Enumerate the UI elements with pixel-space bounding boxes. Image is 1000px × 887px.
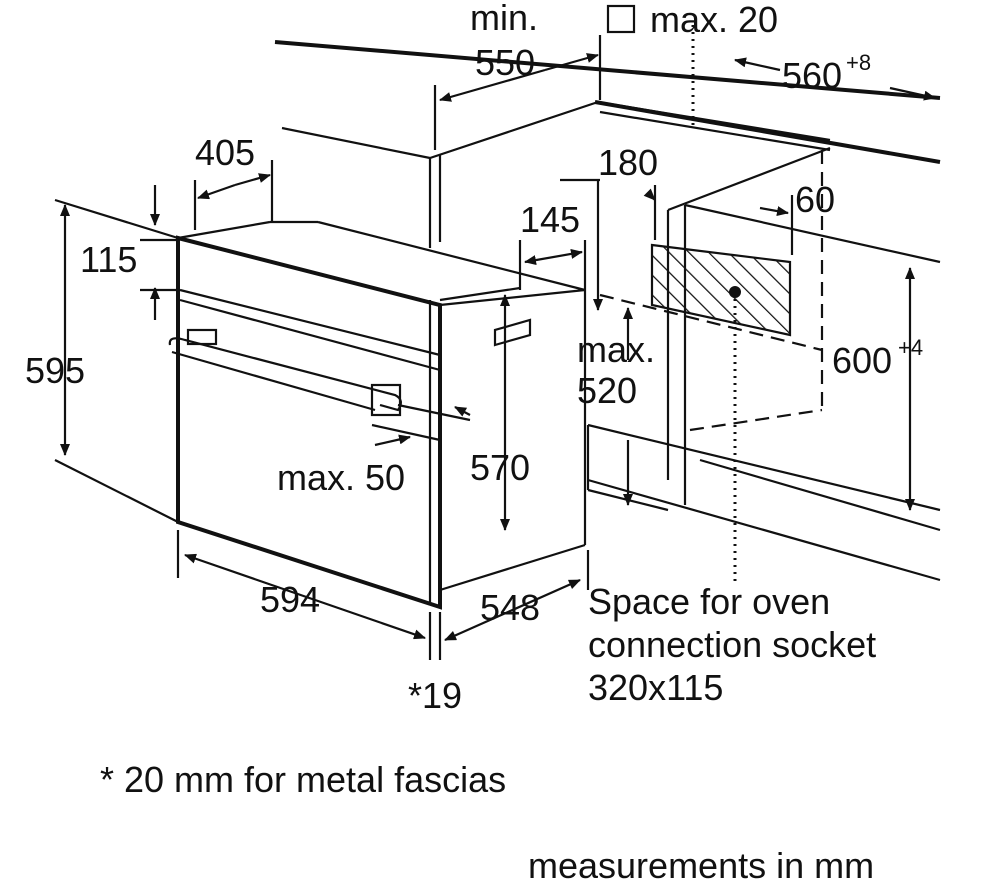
- label-min: min.: [470, 0, 538, 38]
- cabinet-outline: [274, 40, 941, 582]
- footnote: * 20 mm for metal fascias: [100, 759, 506, 800]
- dimension-lines: [54, 35, 936, 660]
- label-600: 600: [832, 340, 892, 381]
- label-19: *19: [408, 675, 462, 716]
- label-594: 594: [260, 579, 320, 620]
- socket-note-line-2: connection socket: [588, 624, 876, 665]
- label-560-tolerance: +8: [846, 50, 871, 75]
- socket-area: [650, 25, 792, 585]
- label-115: 115: [80, 239, 137, 280]
- units-note: measurements in mm: [528, 845, 874, 886]
- label-595: 595: [25, 350, 85, 391]
- label-max50: max. 50: [277, 457, 405, 498]
- oven-body: [168, 220, 587, 610]
- socket-note-line-1: Space for oven: [588, 581, 830, 622]
- label-570: 570: [470, 447, 530, 488]
- label-600-tolerance: +4: [898, 335, 923, 360]
- label-550: 550: [475, 42, 535, 83]
- square-icon: [606, 4, 636, 34]
- label-max20: max. 20: [650, 0, 778, 40]
- label-145: 145: [520, 199, 580, 240]
- label-max: max.: [577, 329, 655, 370]
- label-520: 520: [577, 370, 637, 411]
- label-60: 60: [795, 179, 835, 220]
- label-560: 560: [782, 55, 842, 96]
- socket-note: Space for oven connection socket 320x115: [588, 581, 876, 708]
- dimension-labels: min. 550 max. 20 560 +8 405 180 60 145 1…: [25, 0, 923, 716]
- label-180: 180: [598, 142, 658, 183]
- label-405: 405: [195, 132, 255, 173]
- label-548: 548: [480, 587, 540, 628]
- socket-note-line-3: 320x115: [588, 667, 723, 708]
